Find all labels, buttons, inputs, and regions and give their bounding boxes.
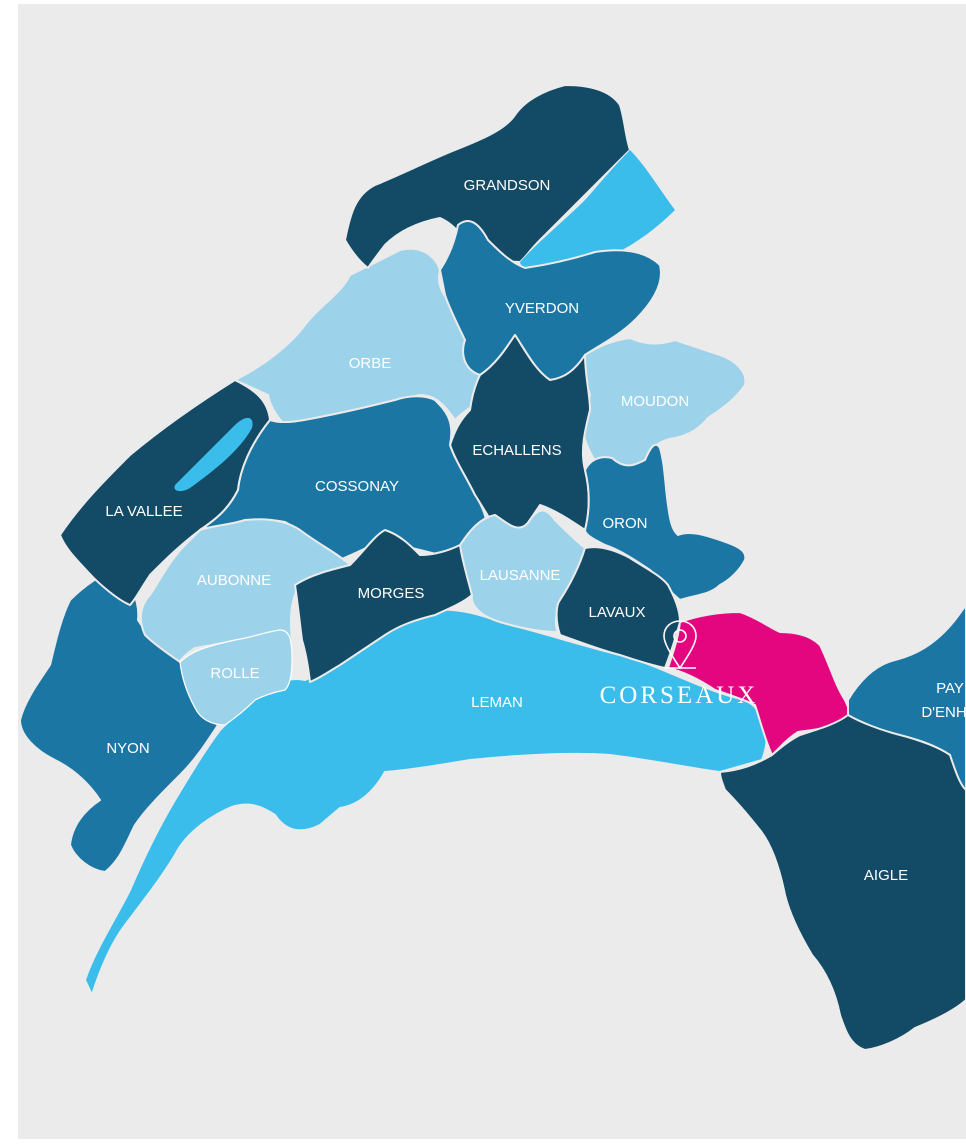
region-morges[interactable] bbox=[294, 529, 473, 683]
label-pays-line1: PAY bbox=[936, 680, 964, 697]
region-grandson[interactable] bbox=[344, 84, 631, 269]
label-yverdon: YVERDON bbox=[505, 300, 579, 317]
label-la-vallee: LA VALLEE bbox=[105, 503, 182, 520]
label-pays-line2: D'ENH bbox=[921, 704, 966, 721]
label-cossonay: COSSONAY bbox=[315, 478, 399, 495]
label-rolle: ROLLE bbox=[210, 665, 259, 682]
corseaux-label: CORSEAUX bbox=[600, 682, 759, 709]
label-aubonne: AUBONNE bbox=[197, 572, 271, 589]
region-rolle[interactable] bbox=[179, 629, 293, 726]
canton-map: GRANDSON YVERDON ORBE MOUDON ECHALLENS L… bbox=[19, 84, 966, 1051]
label-echallens: ECHALLENS bbox=[472, 442, 561, 459]
label-leman: LEMAN bbox=[471, 694, 523, 711]
label-lausanne: LAUSANNE bbox=[480, 567, 561, 584]
label-moudon: MOUDON bbox=[621, 393, 689, 410]
map-frame: GRANDSON YVERDON ORBE MOUDON ECHALLENS L… bbox=[18, 4, 966, 1139]
label-nyon: NYON bbox=[106, 740, 149, 757]
lake-joux bbox=[174, 417, 253, 492]
label-oron: ORON bbox=[603, 515, 648, 532]
label-morges: MORGES bbox=[358, 585, 425, 602]
region-aigle[interactable] bbox=[719, 714, 966, 1051]
region-oron[interactable] bbox=[584, 443, 747, 601]
lake-neuchatel bbox=[520, 150, 675, 272]
label-lavaux: LAVAUX bbox=[589, 604, 646, 621]
map-pin-icon[interactable] bbox=[663, 620, 697, 670]
label-aigle: AIGLE bbox=[864, 867, 908, 884]
label-orbe: ORBE bbox=[349, 355, 392, 372]
label-grandson: GRANDSON bbox=[464, 177, 551, 194]
